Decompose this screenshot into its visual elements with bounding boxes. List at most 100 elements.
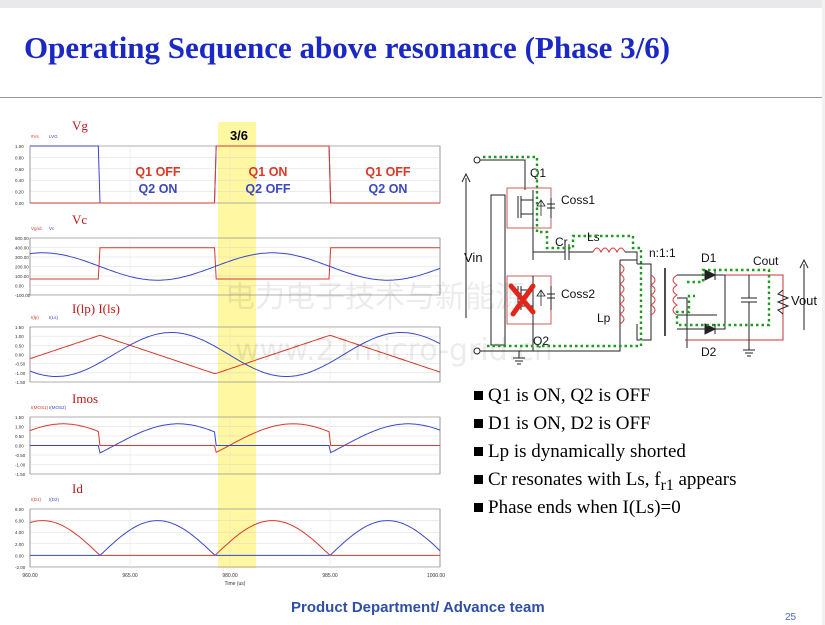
llc-circuit-diagram: Vin Q1 Coss1 Q2 Coss2 Cr Ls [461, 155, 817, 365]
output-ground [743, 340, 755, 357]
y-tick-label: 0.80 [15, 155, 24, 160]
legend-entry: I(MOS2) [49, 405, 67, 410]
trace-ils [29, 332, 441, 377]
legend-entry: #Vs [31, 134, 40, 139]
bullet-square-icon [474, 419, 483, 428]
page-number: 25 [785, 612, 797, 623]
state-label-q1: Q1 ON [249, 165, 288, 179]
y-tick-label: 8.00 [15, 507, 24, 512]
panel-ilp: I(lp) I(ls)I(lp)I(Ls)1.501.000.500.00-0.… [15, 301, 441, 385]
y-tick-label: 200.00 [15, 265, 29, 270]
phase-notes-list: Q1 is ON, Q2 is OFF D1 is ON, D2 is OFF … [474, 382, 737, 522]
y-tick-label: 2.00 [15, 542, 24, 547]
y-tick-label: 6.00 [15, 519, 24, 524]
load-resistor [776, 289, 790, 315]
legend-entry: Vc [49, 226, 55, 231]
panel-title-ilp: I(lp) I(ls) [72, 301, 120, 316]
y-tick-label: -1.00 [15, 463, 26, 468]
input-terminal-top [473, 156, 481, 164]
trace-vgnd [30, 247, 440, 280]
coss1-capacitor [547, 198, 555, 218]
y-tick-label: 0.00 [15, 444, 24, 449]
legend-entry: I(lp) [31, 315, 39, 320]
y-tick-label: -1.00 [15, 371, 26, 376]
panel-title-imos: Imos [72, 391, 98, 406]
bullet-square-icon [474, 447, 483, 456]
y-tick-label: 0.00 [15, 353, 24, 358]
lp-inductor [619, 263, 625, 325]
cout-capacitor [741, 275, 757, 340]
transformer-primary [650, 274, 656, 316]
state-label-q1: Q1 OFF [365, 165, 411, 179]
x-tick-label: 960.00 [22, 573, 38, 579]
panel-imos: ImosI(MOS1)I(MOS2)1.501.000.500.00-0.50-… [15, 391, 441, 477]
d1-label: D1 [701, 251, 717, 265]
trace-imos1 [29, 423, 440, 454]
q2-off-mark [508, 283, 536, 317]
y-tick-label: 300.00 [15, 255, 29, 260]
state-label-q1: Q1 OFF [135, 165, 181, 179]
list-item: D1 is ON, D2 is OFF [474, 410, 737, 438]
title-divider [0, 97, 825, 98]
y-tick-label: 1.00 [15, 144, 24, 149]
coss2-capacitor [547, 286, 555, 310]
y-tick-label: -0.50 [15, 362, 26, 367]
state-label-q2: Q2 ON [369, 182, 408, 196]
phase-highlight-band [218, 122, 256, 568]
trace-imos2 [30, 423, 441, 454]
y-tick-label: -1.50 [15, 380, 26, 385]
panel-title-Vc: Vc [72, 212, 87, 227]
y-tick-label: -1.50 [15, 472, 26, 477]
coss2-label: Coss2 [561, 287, 595, 301]
lp-label: Lp [597, 311, 611, 325]
trace-vc [29, 252, 441, 281]
ls-inductor [592, 247, 626, 254]
vout-label: Vout [791, 293, 817, 308]
trace-vg1 [30, 145, 440, 204]
x-tick-label: 965.00 [122, 573, 138, 579]
y-tick-label: -2.00 [15, 565, 26, 570]
top-bar [0, 0, 825, 8]
legend-entry: LVG [49, 134, 58, 139]
legend-entry: I(MOS1) [31, 405, 49, 410]
y-tick-label: 1.50 [15, 325, 24, 330]
bullet-square-icon [474, 475, 483, 484]
state-label-q2: Q2 OFF [245, 182, 291, 196]
x-tick-label: 1000.00 [427, 573, 445, 579]
input-terminal-bottom [473, 347, 481, 355]
turns-ratio-label: n:1:1 [649, 246, 676, 260]
q2-label: Q2 [533, 334, 549, 348]
vin-label: Vin [464, 250, 483, 265]
ground-symbol [513, 351, 525, 365]
watermark-text: 电力电子技术与新能源 [225, 280, 525, 315]
y-tick-label: 1.00 [15, 425, 24, 430]
cout-label: Cout [753, 254, 779, 268]
y-tick-label: 500.00 [15, 236, 29, 241]
x-tick-label: 980.00 [222, 573, 238, 579]
list-item: Cr resonates with Ls, fr1 appears [474, 466, 737, 494]
y-tick-label: 0.20 [15, 190, 24, 195]
legend-entry: I(Ls) [49, 315, 59, 320]
x-axis-label: Time (us) [225, 581, 246, 587]
y-tick-label: 0.50 [15, 434, 24, 439]
input-source-block [490, 194, 506, 346]
d2-label: D2 [701, 345, 717, 359]
panel-title-id: Id [72, 481, 83, 496]
y-tick-label: 0.00 [15, 553, 24, 558]
y-tick-label: 400.00 [15, 246, 29, 251]
legend-entry: I(D2) [49, 497, 60, 502]
trace-id1 [29, 520, 440, 556]
list-item: Phase ends when I(Ls)=0 [474, 494, 737, 522]
bullet-square-icon [474, 503, 483, 512]
q1-label: Q1 [530, 166, 546, 180]
y-tick-label: 0.50 [15, 343, 24, 348]
phase-label: 3/6 [230, 128, 248, 143]
trace-id2 [30, 520, 441, 556]
y-tick-label: 0.00 [15, 284, 24, 289]
state-label-q2: Q2 ON [139, 182, 178, 196]
legend-entry: Vgnd [31, 226, 42, 231]
list-item: Lp is dynamically shorted [474, 438, 737, 466]
y-tick-label: 100.00 [15, 274, 29, 279]
